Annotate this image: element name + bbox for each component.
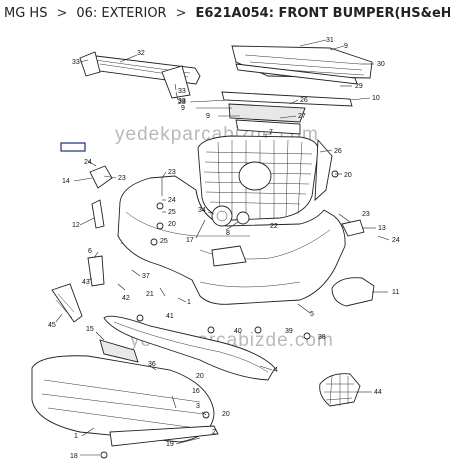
callout[interactable]: 14 — [62, 178, 70, 185]
fog-lamp[interactable] — [211, 205, 233, 227]
parts-diagram: yedekparcabizde.com yedekparcabizde.com … — [31, 37, 400, 460]
callout[interactable]: 7 — [269, 129, 273, 136]
clip[interactable] — [156, 222, 164, 230]
callout[interactable]: 29 — [355, 83, 363, 90]
callout[interactable]: 43 — [82, 279, 90, 286]
breadcrumb-separator: > — [56, 6, 68, 21]
lower-grille-insert-left[interactable] — [99, 339, 139, 363]
callout[interactable]: 31 — [326, 37, 334, 44]
callout[interactable]: 26 — [300, 97, 308, 104]
clip[interactable] — [254, 326, 262, 334]
callout[interactable]: 3 — [196, 403, 200, 410]
skid-plate[interactable] — [31, 355, 215, 443]
callout[interactable]: 20 — [344, 172, 352, 179]
callout[interactable]: 16 — [192, 388, 200, 395]
callout[interactable]: 23 — [118, 175, 126, 182]
callout[interactable]: 27 — [298, 113, 306, 120]
clip[interactable] — [207, 326, 215, 334]
callout[interactable]: 25 — [160, 238, 168, 245]
breadcrumb-separator: > — [175, 6, 187, 21]
callout[interactable]: 5 — [310, 311, 314, 318]
callout[interactable]: 9 — [181, 105, 185, 112]
side-bracket-right[interactable] — [341, 219, 365, 237]
fog-lamp-grille-left[interactable] — [51, 283, 83, 323]
side-clip[interactable] — [91, 199, 105, 229]
callout[interactable]: 20 — [222, 411, 230, 418]
upper-grille-panel[interactable] — [231, 45, 373, 85]
callout[interactable]: 42 — [122, 295, 130, 302]
callout[interactable]: 1 — [74, 433, 78, 440]
bumper-reinforcement-beam[interactable] — [79, 51, 201, 99]
front-grille[interactable] — [197, 135, 319, 221]
callout[interactable]: 33 — [72, 59, 80, 66]
callout[interactable]: 23 — [362, 211, 370, 218]
callout[interactable]: 22 — [270, 223, 278, 230]
grille-seal-strip[interactable] — [221, 91, 353, 135]
callout[interactable]: 24 — [84, 159, 92, 166]
callout[interactable]: 25 — [168, 209, 176, 216]
callout[interactable]: 9 — [206, 113, 210, 120]
clip[interactable] — [136, 314, 144, 322]
breadcrumb: MG HS >06: EXTERIOR > E621A054: FRONT BUMPE… — [4, 6, 450, 26]
fog-lamp-grille-right[interactable] — [319, 373, 361, 407]
callout-labels: 33 32 33 33 31 9 30 29 10 28 9 9 26 27 7… — [48, 37, 400, 460]
lower-lip-spoiler[interactable] — [103, 315, 276, 381]
screw[interactable] — [100, 451, 108, 459]
callout[interactable]: 33 — [178, 98, 186, 105]
highlight-box — [60, 142, 86, 152]
callout[interactable]: 6 — [88, 248, 92, 255]
clip[interactable] — [150, 238, 158, 246]
callout[interactable]: 11 — [392, 289, 399, 296]
callout[interactable]: 8 — [226, 230, 230, 237]
callout[interactable]: 9 — [344, 43, 348, 50]
callout[interactable]: 34 — [198, 207, 206, 214]
callout[interactable]: 38 — [318, 334, 326, 341]
breadcrumb-model[interactable]: MG HS — [4, 6, 48, 21]
callout[interactable]: 44 — [374, 389, 382, 396]
callout[interactable]: 2 — [212, 429, 216, 436]
fog-lamp-bezel-right[interactable] — [331, 277, 375, 307]
callout[interactable]: 18 — [70, 453, 78, 460]
callout[interactable]: 26 — [334, 148, 342, 155]
callout[interactable]: 13 — [378, 225, 386, 232]
callout[interactable]: 1 — [187, 299, 191, 306]
grille-side-frame[interactable] — [314, 138, 333, 202]
callout[interactable]: 30 — [377, 61, 385, 68]
callout[interactable]: 45 — [48, 322, 56, 329]
front-bumper-cover[interactable] — [117, 175, 346, 305]
side-bracket-left[interactable] — [89, 165, 113, 189]
callout[interactable]: 15 — [86, 326, 94, 333]
callout[interactable]: 32 — [137, 50, 145, 57]
clip[interactable] — [303, 332, 311, 340]
callout[interactable]: 28 — [178, 99, 186, 106]
callout[interactable]: 10 — [372, 95, 380, 102]
callout[interactable]: 23 — [168, 169, 176, 176]
callout[interactable]: 20 — [196, 373, 204, 380]
callout[interactable]: 24 — [168, 197, 176, 204]
callout[interactable]: 39 — [285, 328, 293, 335]
mounting-bracket[interactable] — [87, 255, 105, 287]
clip[interactable] — [156, 202, 164, 210]
callout[interactable]: 20 — [168, 221, 176, 228]
callout[interactable]: 21 — [146, 291, 154, 298]
leader-lines — [55, 39, 390, 456]
breadcrumb-category[interactable]: 06: EXTERIOR — [76, 6, 167, 21]
callout[interactable]: 19 — [166, 441, 174, 448]
breadcrumb-current-page: E621A054: FRONT BUMPER(HS&eHS) — [195, 6, 450, 21]
callout[interactable]: 12 — [72, 222, 80, 229]
callout[interactable]: 41 — [166, 313, 174, 320]
callout[interactable]: 33 — [178, 88, 186, 95]
lower-trim-strip[interactable] — [109, 425, 219, 447]
sensor[interactable] — [236, 211, 250, 225]
callout[interactable]: 17 — [186, 237, 194, 244]
callout[interactable]: 4 — [274, 367, 278, 374]
callout[interactable]: 40 — [234, 328, 242, 335]
callout[interactable]: 24 — [392, 237, 400, 244]
callout[interactable]: 36 — [148, 361, 156, 368]
callout[interactable]: 37 — [142, 273, 150, 280]
